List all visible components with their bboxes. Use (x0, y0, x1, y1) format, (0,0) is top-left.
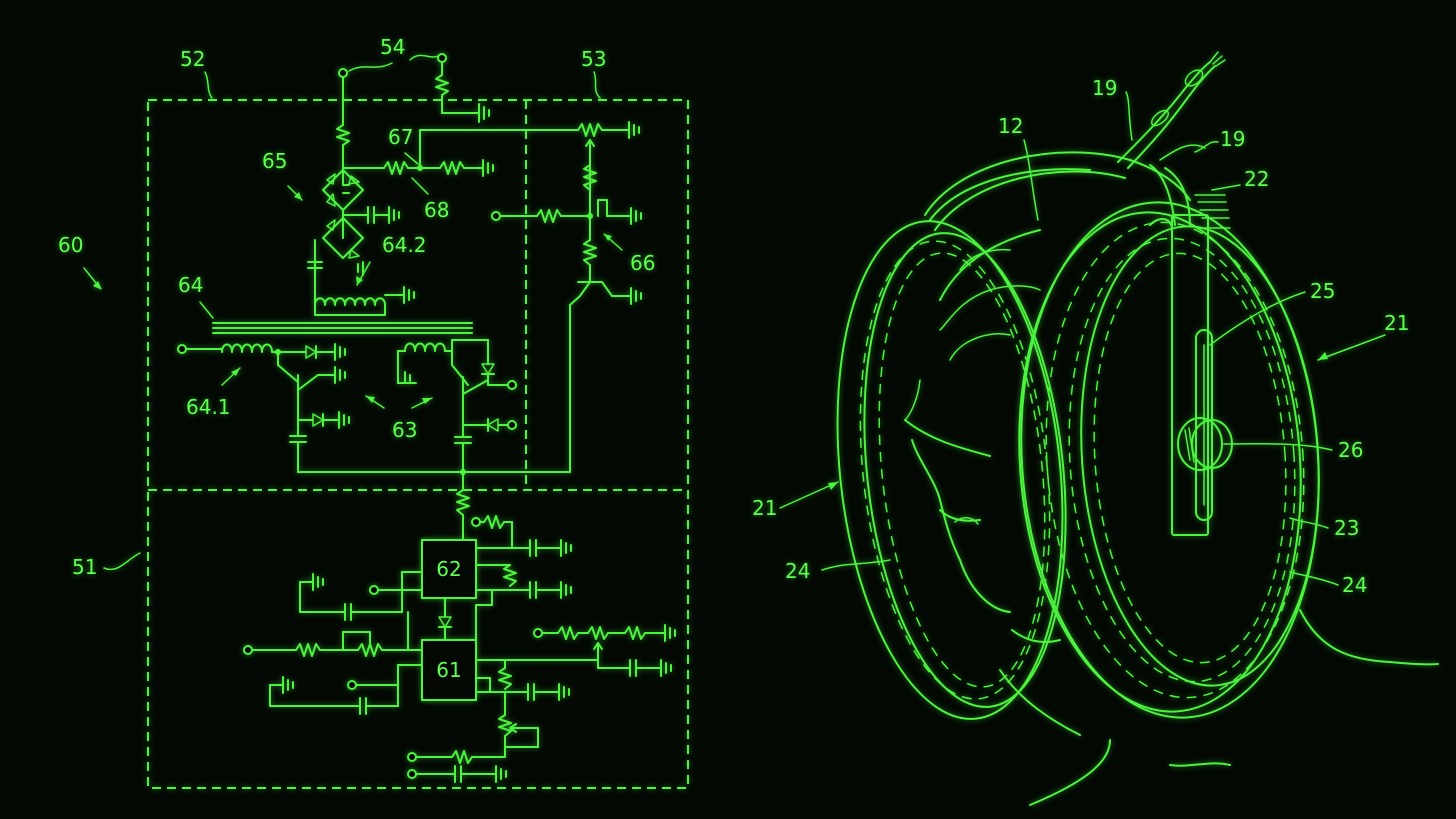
label-63: 63 (392, 418, 417, 442)
label-23: 23 (1334, 516, 1359, 540)
circuit-labels: 60 52 54 53 67 65 68 66 64.2 64 64.1 63 … (58, 35, 655, 579)
adjuster-slider-25 (1149, 214, 1213, 536)
label-64-2: 64.2 (382, 233, 427, 257)
left-ear-cup-21 (836, 220, 1067, 720)
label-22: 22 (1244, 167, 1269, 191)
head-outline (904, 168, 1231, 806)
label-leaders (83, 71, 601, 290)
label-12: 12 (998, 114, 1023, 138)
headset-labels: 19 12 19 22 25 21 26 21 23 24 24 (752, 76, 1409, 597)
label-24-left: 24 (785, 559, 810, 583)
cord-19 (1117, 51, 1226, 169)
circuit-schematic: 62 (58, 35, 689, 789)
label-51: 51 (72, 555, 97, 579)
headset-drawing: 19 12 19 22 25 21 26 21 23 24 24 (752, 51, 1439, 806)
coil-64-2 (314, 261, 415, 316)
label-64-1: 64.1 (186, 395, 231, 419)
label-26: 26 (1338, 438, 1363, 462)
knob-26 (1177, 417, 1233, 471)
block-61-label: 61 (436, 658, 461, 682)
label-54: 54 (380, 35, 405, 59)
oscillator-63 (177, 339, 571, 475)
block-62-label: 62 (436, 557, 461, 581)
diode-bridge-65 (287, 169, 400, 301)
headset-leaders (779, 139, 1386, 586)
label-24-right: 24 (1342, 573, 1367, 597)
label-52: 52 (180, 47, 205, 71)
label-64: 64 (178, 273, 203, 297)
output-stage-66 (491, 164, 642, 473)
label-19-top: 19 (1092, 76, 1117, 100)
label-60: 60 (58, 233, 83, 257)
module-boundaries (147, 99, 689, 789)
label-68: 68 (424, 198, 449, 222)
label-25: 25 (1310, 279, 1335, 303)
label-21-right: 21 (1384, 311, 1409, 335)
control-module-51: 62 (103, 471, 676, 783)
right-ear-cup-21 (1018, 201, 1439, 719)
label-66: 66 (630, 251, 655, 275)
label-67: 67 (388, 125, 413, 149)
label-53: 53 (581, 47, 606, 71)
label-65: 65 (262, 149, 287, 173)
supply-section (336, 53, 490, 186)
bias-network-67-68 (342, 121, 640, 195)
transformer-core-64 (199, 301, 473, 334)
headband-22 (924, 151, 1231, 231)
label-19-right: 19 (1220, 127, 1245, 151)
label-21-left: 21 (752, 496, 777, 520)
